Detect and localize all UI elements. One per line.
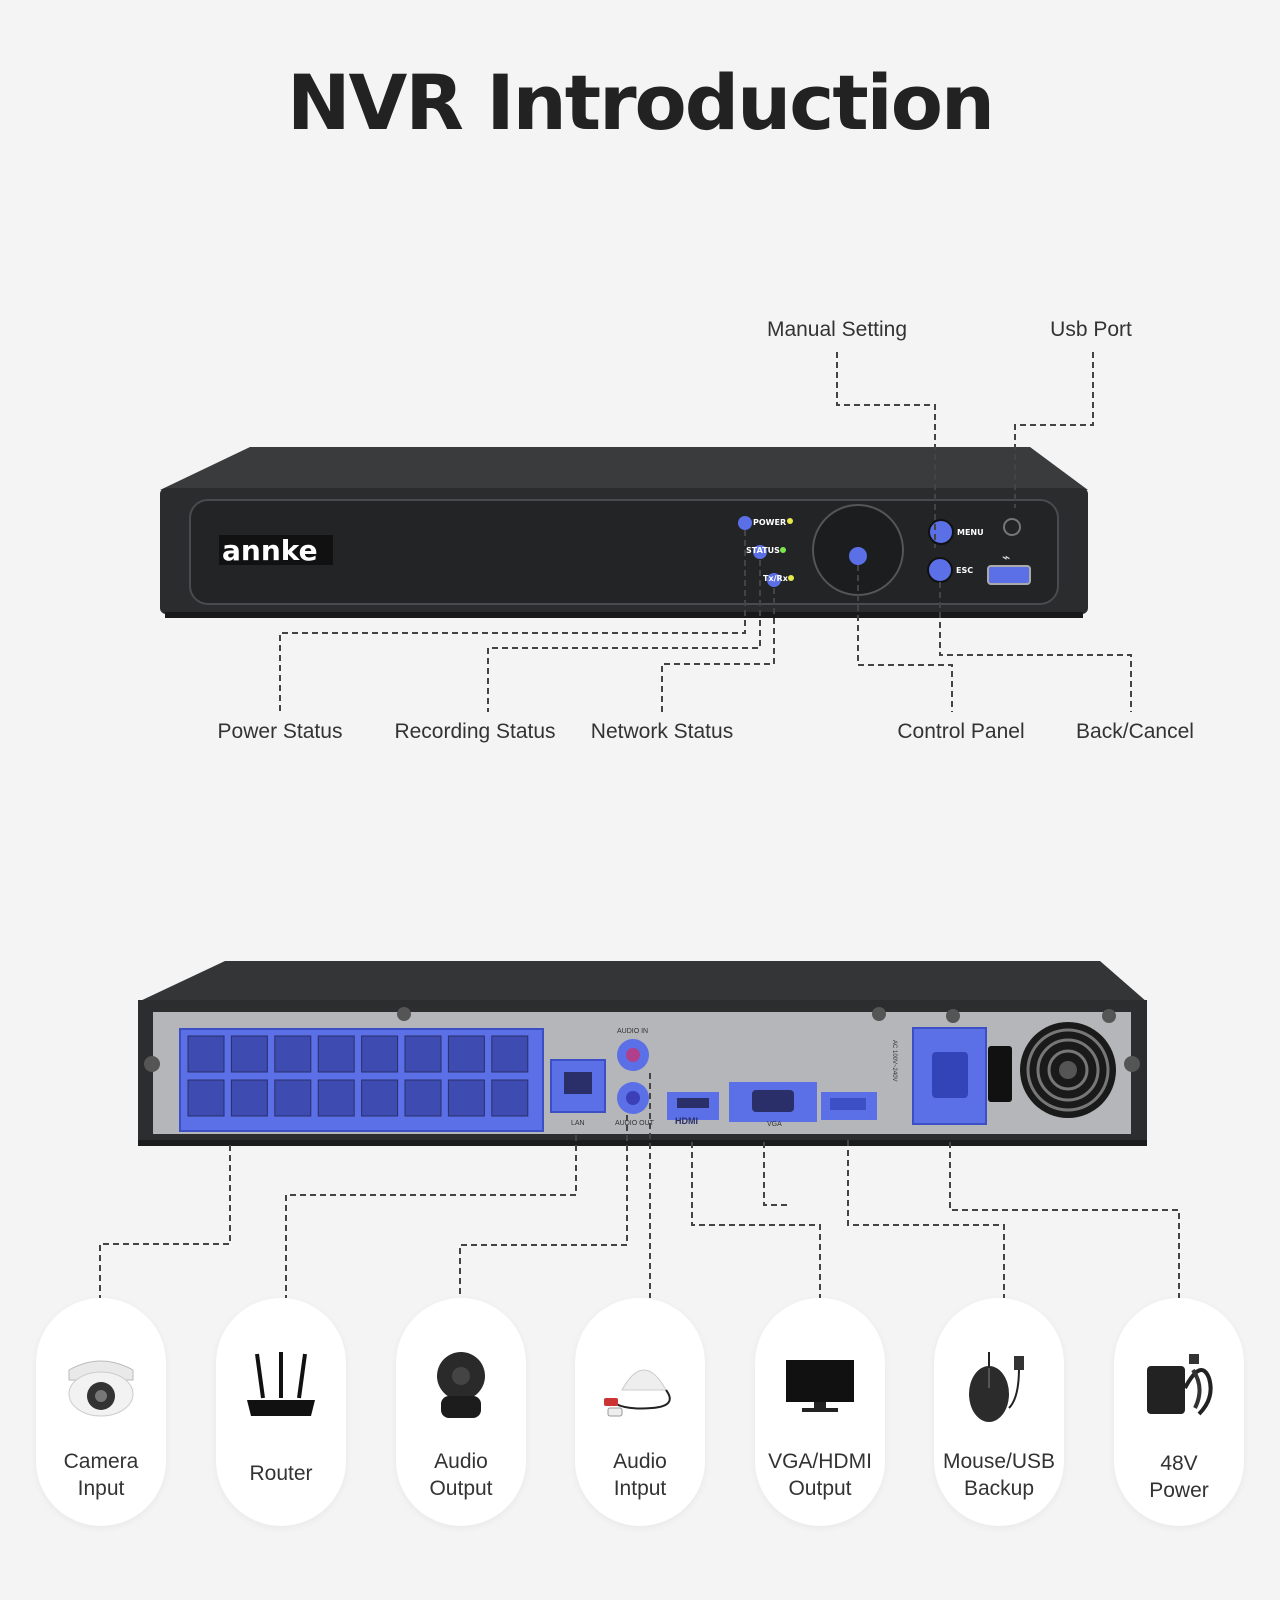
poe-camera-ports[interactable]: [179, 1028, 544, 1132]
svg-text:VGA: VGA: [767, 1121, 782, 1128]
control-wheel[interactable]: [812, 504, 904, 596]
rear-usb-port[interactable]: [821, 1092, 877, 1120]
callout-power-status: Power Status: [217, 720, 343, 743]
poe-port[interactable]: [317, 1079, 355, 1117]
poe-port[interactable]: [447, 1035, 485, 1073]
vga-port[interactable]: VGA: [729, 1082, 817, 1128]
callout-recording-status: Recording Status: [394, 720, 556, 743]
ac-power-inlet[interactable]: AC 100V~240V: [891, 1027, 987, 1125]
svg-text:AUDIO OUT: AUDIO OUT: [615, 1120, 655, 1127]
svg-text:HDMI: HDMI: [675, 1116, 698, 1126]
poe-port[interactable]: [317, 1035, 355, 1073]
card-router: Router: [216, 1298, 346, 1526]
hdmi-port[interactable]: HDMI: [667, 1092, 719, 1126]
lan-port[interactable]: LAN: [550, 1059, 606, 1127]
poe-port[interactable]: [230, 1079, 268, 1117]
svg-text:ESC: ESC: [956, 566, 973, 575]
power-adapter-icon: [1147, 1354, 1213, 1416]
dome-camera-icon: [68, 1360, 134, 1417]
callout-usb-port: Usb Port: [1050, 318, 1132, 341]
poe-port[interactable]: [187, 1035, 225, 1073]
poe-port[interactable]: [447, 1079, 485, 1117]
poe-port[interactable]: [187, 1079, 225, 1117]
led-status: STATUS: [746, 545, 786, 559]
card-label: Router: [249, 1462, 313, 1485]
callout-back-cancel: Back/Cancel: [1076, 720, 1194, 743]
poe-port[interactable]: [361, 1079, 399, 1117]
microphone-icon: [604, 1369, 671, 1417]
svg-text:AUDIO IN: AUDIO IN: [617, 1028, 648, 1035]
page-title: NVR Introduction: [286, 58, 995, 147]
audio-in-port[interactable]: AUDIO IN: [617, 1028, 649, 1071]
svg-text:Tx/Rx: Tx/Rx: [763, 574, 789, 583]
nvr-front-device: annke POWER STATUS Tx/Rx MENU: [160, 447, 1088, 618]
cooling-fan: [1020, 1022, 1116, 1118]
poe-port[interactable]: [491, 1079, 529, 1117]
speaker-icon: [437, 1352, 485, 1418]
poe-port[interactable]: [274, 1035, 312, 1073]
rear-leader-lines: [99, 1073, 1180, 1298]
svg-text:POWER: POWER: [753, 518, 786, 527]
mouse-icon: [969, 1352, 1024, 1422]
led-txrx: Tx/Rx: [763, 573, 794, 587]
audio-out-port[interactable]: AUDIO OUT: [615, 1082, 655, 1127]
svg-text:⌁: ⌁: [1002, 550, 1010, 566]
ir-receiver: [1003, 518, 1021, 536]
power-switch[interactable]: [988, 1046, 1012, 1102]
poe-port[interactable]: [491, 1035, 529, 1073]
monitor-icon: [786, 1360, 854, 1412]
poe-port[interactable]: [404, 1079, 442, 1117]
svg-text:STATUS: STATUS: [746, 546, 780, 555]
poe-port[interactable]: [361, 1035, 399, 1073]
poe-port[interactable]: [404, 1035, 442, 1073]
front-usb-port[interactable]: ⌁: [987, 550, 1031, 585]
callout-manual-setting: Manual Setting: [766, 318, 908, 341]
svg-text:AC 100V~240V: AC 100V~240V: [891, 1040, 897, 1082]
brand-logo: annke: [222, 534, 318, 567]
callout-control-panel: Control Panel: [897, 720, 1025, 743]
router-icon: [247, 1352, 315, 1416]
poe-port[interactable]: [274, 1079, 312, 1117]
front-leader-lines: [279, 352, 1132, 712]
led-power: POWER: [738, 516, 793, 530]
poe-port[interactable]: [230, 1035, 268, 1073]
callout-network-status: Network Status: [590, 720, 734, 743]
svg-text:MENU: MENU: [957, 528, 984, 537]
svg-text:LAN: LAN: [571, 1120, 585, 1127]
